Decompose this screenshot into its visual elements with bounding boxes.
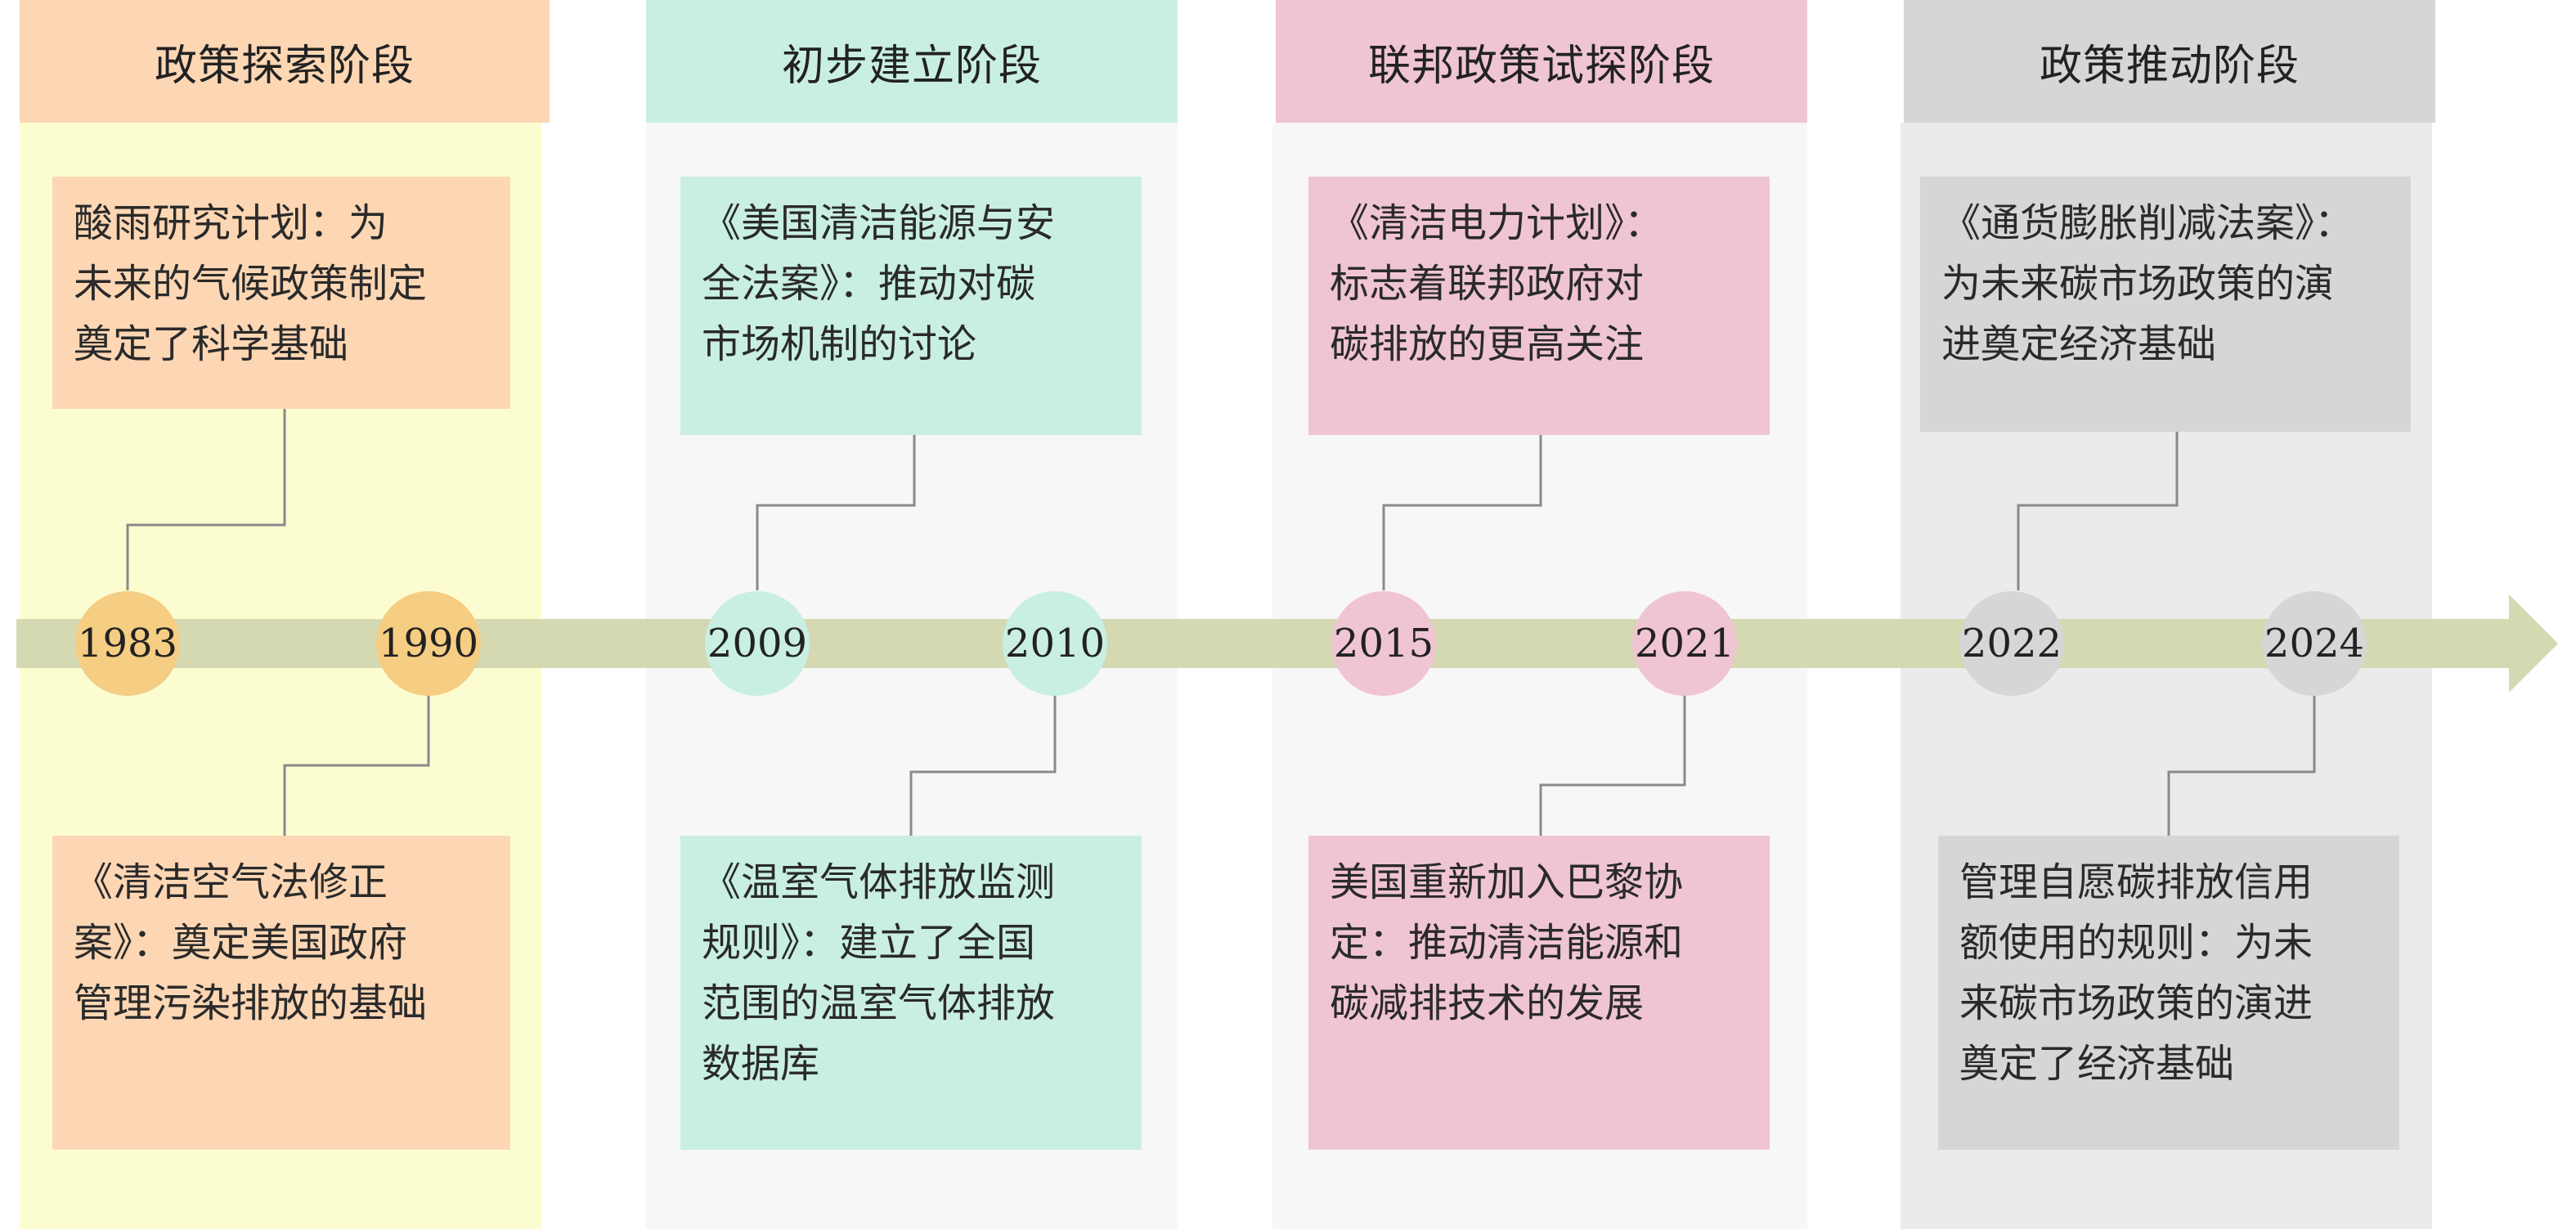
timeline-arrow	[16, 594, 2558, 693]
connector-2009	[756, 435, 916, 590]
year-marker-2022: 2022	[1959, 591, 2064, 696]
event-box-1983: 酸雨研究计划：为 未来的气候政策制定 奠定了科学基础	[52, 177, 510, 409]
year-marker-1990: 1990	[376, 591, 481, 696]
event-box-2022: 《通货膨胀削减法案》： 为未来碳市场政策的演 进奠定经济基础	[1920, 177, 2411, 432]
connector-2024	[2167, 695, 2316, 836]
stage-header-promotion: 政策推动阶段	[1904, 0, 2435, 123]
connector-2022	[2017, 432, 2179, 590]
event-box-2015: 《清洁电力计划》： 标志着联邦政府对 碳排放的更高关注	[1308, 177, 1770, 435]
event-box-2024: 管理自愿碳排放信用 额使用的规则：为未 来碳市场政策的演进 奠定了经济基础	[1938, 836, 2399, 1150]
event-box-2010: 《温室气体排放监测 规则》：建立了全国 范围的温室气体排放 数据库	[680, 836, 1142, 1150]
year-marker-2009: 2009	[705, 591, 810, 696]
year-marker-2021: 2021	[1632, 591, 1737, 696]
connector-2021	[1539, 695, 1686, 836]
year-marker-1983: 1983	[75, 591, 180, 696]
event-box-2009: 《美国清洁能源与安 全法案》：推动对碳 市场机制的讨论	[680, 177, 1142, 435]
stage-header-exploration: 政策探索阶段	[20, 0, 550, 123]
event-box-2021: 美国重新加入巴黎协 定：推动清洁能源和 碳减排技术的发展	[1308, 836, 1770, 1150]
year-marker-2024: 2024	[2262, 591, 2367, 696]
year-marker-2015: 2015	[1331, 591, 1436, 696]
year-marker-2010: 2010	[1003, 591, 1107, 696]
event-box-1990: 《清洁空气法修正 案》：奠定美国政府 管理污染排放的基础	[52, 836, 510, 1150]
stage-header-establishment: 初步建立阶段	[646, 0, 1178, 123]
connector-1990	[283, 695, 430, 836]
connector-1983	[126, 409, 286, 590]
stage-header-federal-trial: 联邦政策试探阶段	[1276, 0, 1807, 123]
connector-2010	[909, 695, 1057, 836]
connector-2015	[1382, 435, 1542, 590]
